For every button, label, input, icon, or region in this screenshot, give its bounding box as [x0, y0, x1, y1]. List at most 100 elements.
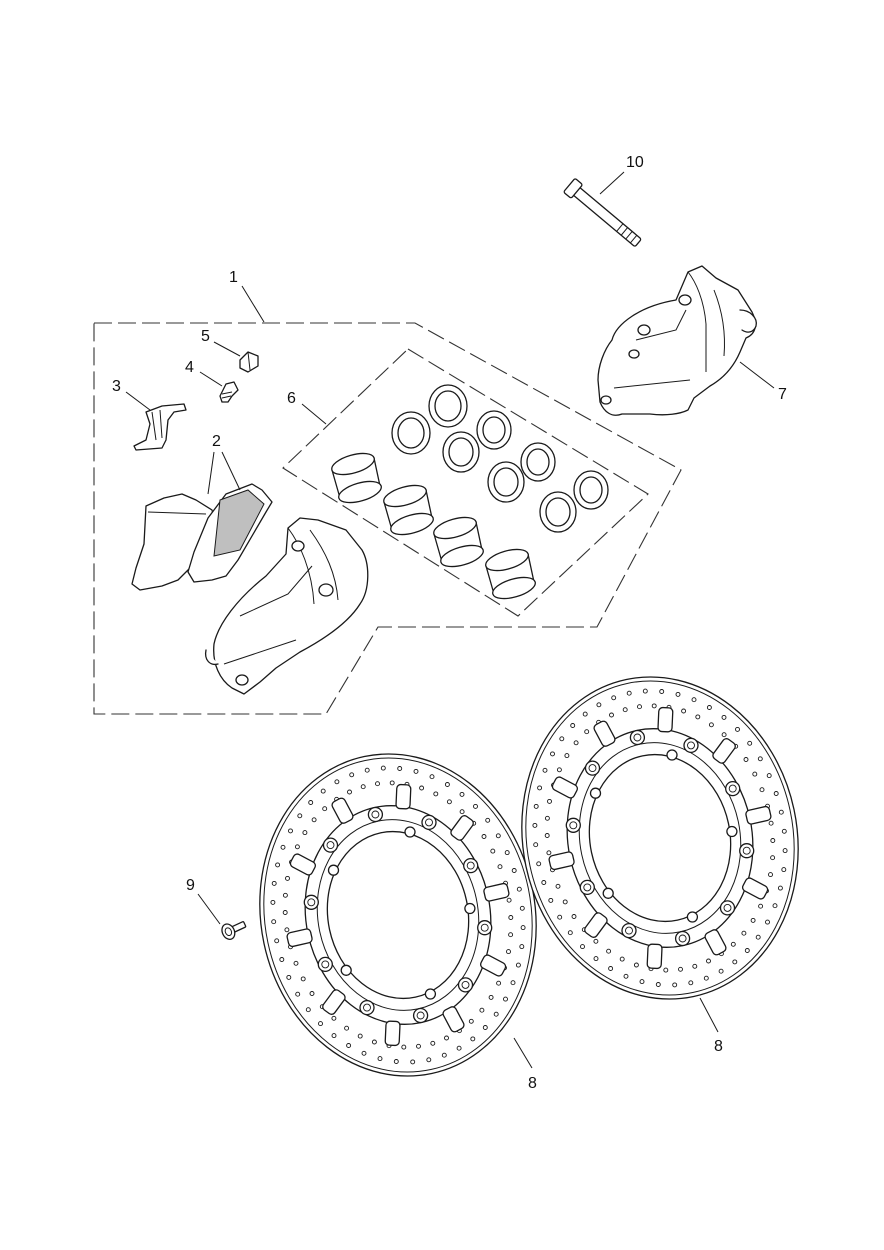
disc-vent-hole — [294, 844, 300, 850]
disc-window — [551, 776, 579, 799]
disc-vent-hole — [747, 740, 753, 746]
disc-vent-hole — [721, 714, 727, 720]
callout-8-left: 8 — [528, 1075, 537, 1092]
disc-vent-hole — [688, 980, 694, 986]
piston — [331, 452, 382, 504]
disc-vent-hole — [655, 982, 661, 987]
disc-window — [593, 720, 616, 747]
seal-ring — [487, 461, 525, 503]
disc-vent-hole — [364, 767, 370, 773]
kit-outline-1 — [93, 322, 682, 715]
disc-vent-hole — [270, 899, 276, 905]
disc-vent-hole — [318, 1021, 323, 1027]
disc-vent-hole — [755, 934, 761, 940]
disc-vent-hole — [782, 848, 788, 854]
disc-vent-hole — [320, 788, 326, 794]
disc-vent-hole — [718, 968, 724, 974]
disc-vent-hole — [519, 944, 525, 950]
disc-rivet — [739, 843, 755, 859]
disc-vent-hole — [593, 938, 599, 944]
disc-vent-hole — [446, 799, 452, 805]
disc-vent-hole — [681, 708, 687, 714]
disc-vent-hole — [495, 833, 501, 839]
disc-vent-hole — [519, 905, 525, 911]
disc-vent-hole — [547, 798, 552, 804]
disc-vent-hole — [397, 766, 403, 771]
disc-rivet — [683, 737, 699, 754]
disc-vent-hole — [732, 959, 738, 965]
disc-vent-hole — [282, 910, 288, 915]
disc-vent-hole — [360, 784, 366, 790]
disc-vent-hole — [651, 703, 657, 709]
disc-vent-hole — [781, 828, 787, 834]
disc-vent-hole — [470, 1036, 476, 1042]
disc-window — [479, 954, 507, 977]
disc-vent-hole — [279, 957, 285, 962]
disc-vent-hole — [663, 967, 669, 973]
disc-vent-hole — [389, 780, 395, 786]
disc-vent-hole — [496, 980, 502, 986]
disc-vent-hole — [536, 861, 542, 867]
disc-vent-hole — [582, 711, 588, 717]
disc-window — [657, 706, 674, 733]
disc-vent-hole — [706, 958, 711, 964]
disc-rivet — [463, 857, 479, 874]
disc-vent-hole — [567, 930, 573, 936]
disc-vent-hole — [322, 806, 328, 812]
seal-ring — [391, 411, 431, 455]
disc-vent-hole — [275, 862, 281, 868]
callout-10: 10 — [626, 154, 644, 171]
disc-window — [322, 989, 346, 1015]
hub-notch — [602, 887, 614, 899]
callout-9: 9 — [186, 877, 195, 894]
disc-window — [712, 738, 736, 764]
disc-vent-hole — [593, 956, 599, 962]
disc-vent-hole — [730, 941, 736, 947]
disc-vent-hole — [510, 980, 516, 986]
disc-rivet — [317, 956, 333, 973]
disc-vent-hole — [548, 897, 554, 903]
disc-rivet — [477, 920, 493, 936]
disc-vent-hole — [675, 691, 681, 697]
disc-vent-hole — [750, 917, 756, 923]
callout-6: 6 — [287, 390, 296, 407]
seal-ring — [428, 384, 468, 428]
hub-notch — [327, 864, 340, 876]
caliper-bolt-icon — [563, 178, 642, 247]
disc-window — [741, 877, 769, 900]
hub-notch — [340, 964, 352, 976]
disc-vent-hole — [533, 842, 539, 848]
piston — [383, 484, 434, 536]
disc-vent-hole — [426, 1057, 432, 1063]
disc-vent-hole — [300, 976, 306, 982]
disc-vent-hole — [757, 756, 763, 762]
disc-vent-hole — [280, 844, 286, 850]
disc-rivet — [565, 817, 581, 833]
disc-vent-hole — [721, 732, 727, 738]
disc-vent-hole — [479, 1007, 485, 1013]
disc-vent-hole — [393, 1059, 399, 1064]
disc-vent-hole — [758, 903, 764, 909]
disc-vent-hole — [515, 962, 521, 968]
disc-vent-hole — [271, 880, 277, 886]
kit-outline-6 — [282, 348, 649, 617]
disc-vent-hole — [347, 789, 352, 795]
disc-rivet — [579, 879, 595, 896]
disc-window — [442, 1006, 465, 1033]
disc-vent-hole — [544, 815, 550, 821]
disc-vent-hole — [766, 773, 772, 779]
disc-window — [395, 783, 412, 810]
disc-vent-hole — [571, 914, 577, 919]
disc-vent-hole — [741, 930, 747, 936]
hub-notch — [666, 749, 678, 761]
disc-vent-hole — [659, 689, 665, 694]
disc-vent-hole — [311, 817, 317, 823]
disc-vent-hole — [639, 979, 645, 985]
disc-vent-hole — [743, 757, 749, 762]
disc-window — [286, 928, 313, 948]
bleed-cap-icon — [239, 351, 259, 373]
callout-labels: 1 2 3 4 5 6 7 8 8 9 10 — [112, 154, 787, 1092]
disc-vent-hole — [416, 1043, 421, 1049]
brake-caliper-icon — [597, 265, 757, 416]
